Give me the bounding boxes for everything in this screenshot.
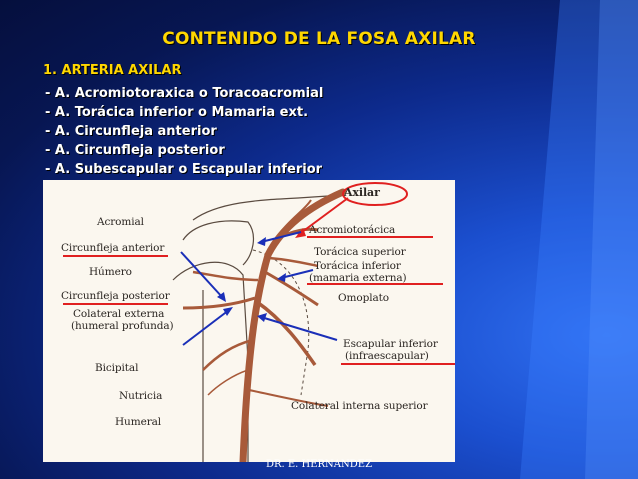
label-acromiotoracica: Acromiotorácica <box>309 224 396 236</box>
label-escapular-inferior: Escapular inferior <box>343 338 438 350</box>
label-humeral-profunda: (humeral profunda) <box>71 320 174 332</box>
label-omoplato: Omoplato <box>338 292 389 304</box>
axillary-artery <box>239 188 347 462</box>
label-nutricia: Nutricia <box>119 390 163 402</box>
axilar-pointer-line <box>297 197 349 236</box>
superior-thoracic-branch <box>268 256 319 268</box>
blue-arrowhead <box>277 273 286 282</box>
anatomy-drawing <box>63 182 455 462</box>
bg-light-band-2 <box>585 0 638 479</box>
list-item: - A. Circunfleja anterior <box>45 124 217 139</box>
clavicle-outline <box>192 194 344 221</box>
posterior-circumflex-branch <box>182 296 256 310</box>
humerus-outline-right <box>172 261 249 462</box>
label-colateral-externa: Colateral externa <box>73 308 165 320</box>
blue-arrow-circunfleja-anterior <box>180 251 224 299</box>
blue-arrowhead <box>257 237 266 246</box>
axilar-highlight-oval <box>342 182 408 206</box>
blue-arrow-subescapular <box>260 316 338 341</box>
list-item: - A. Acromiotoraxica o Toracoacromial <box>45 86 324 101</box>
label-toracica-inferior: Torácica inferior <box>314 260 401 272</box>
blue-arrow-acromiotoracica <box>260 231 302 243</box>
nutrient-branch <box>207 369 249 396</box>
superior-ulnar-collateral-branch <box>248 389 329 407</box>
subscapular-branch <box>256 300 317 367</box>
blue-arrowhead <box>257 313 267 322</box>
axillary-artery-figure: Axilar Acromial Acromiotorácica Circunfl… <box>43 180 455 462</box>
label-circunfleja-anterior: Circunfleja anterior <box>61 242 165 254</box>
inferior-thoracic-branch <box>264 270 319 307</box>
list-item: - A. Subescapular o Escapular inferior <box>45 162 323 177</box>
blue-arrowhead <box>217 292 226 302</box>
shoulder-outline <box>182 220 255 266</box>
label-infraescapular: (infraescapular) <box>345 350 429 362</box>
blue-arrowhead <box>223 307 233 316</box>
list-item: - A. Circunfleja posterior <box>45 143 225 158</box>
label-toracica-superior: Torácica superior <box>314 246 406 258</box>
bg-light-band <box>520 0 638 479</box>
label-axilar: Axilar <box>344 186 380 199</box>
blue-arrow-toracica-inferior <box>280 269 314 279</box>
slide-title: CONTENIDO DE LA FOSA AXILAR <box>162 29 476 49</box>
acromial-twig <box>274 199 312 241</box>
label-colateral-interna-superior: Colateral interna superior <box>291 400 428 412</box>
blue-arrow-circunfleja-posterior <box>182 309 230 346</box>
deep-brachial-branch <box>202 338 254 371</box>
label-mamaria-externa: (mamaria externa) <box>309 272 407 284</box>
label-acromial: Acromial <box>97 216 144 228</box>
label-humeral: Humeral <box>115 416 162 428</box>
label-circunfleja-posterior: Circunfleja posterior <box>61 290 170 302</box>
section-heading: 1. ARTERIA AXILAR <box>43 63 182 78</box>
branch-list: - A. Acromiotoraxica o Toracoacromial - … <box>45 84 323 179</box>
anterior-circumflex-branch <box>192 270 259 282</box>
footer-credit: DR. E. HERNANDEZ <box>265 459 373 470</box>
label-bicipital: Bicipital <box>95 362 139 374</box>
list-item: - A. Torácica inferior o Mamaria ext. <box>45 105 309 120</box>
label-humero: Húmero <box>89 266 132 278</box>
